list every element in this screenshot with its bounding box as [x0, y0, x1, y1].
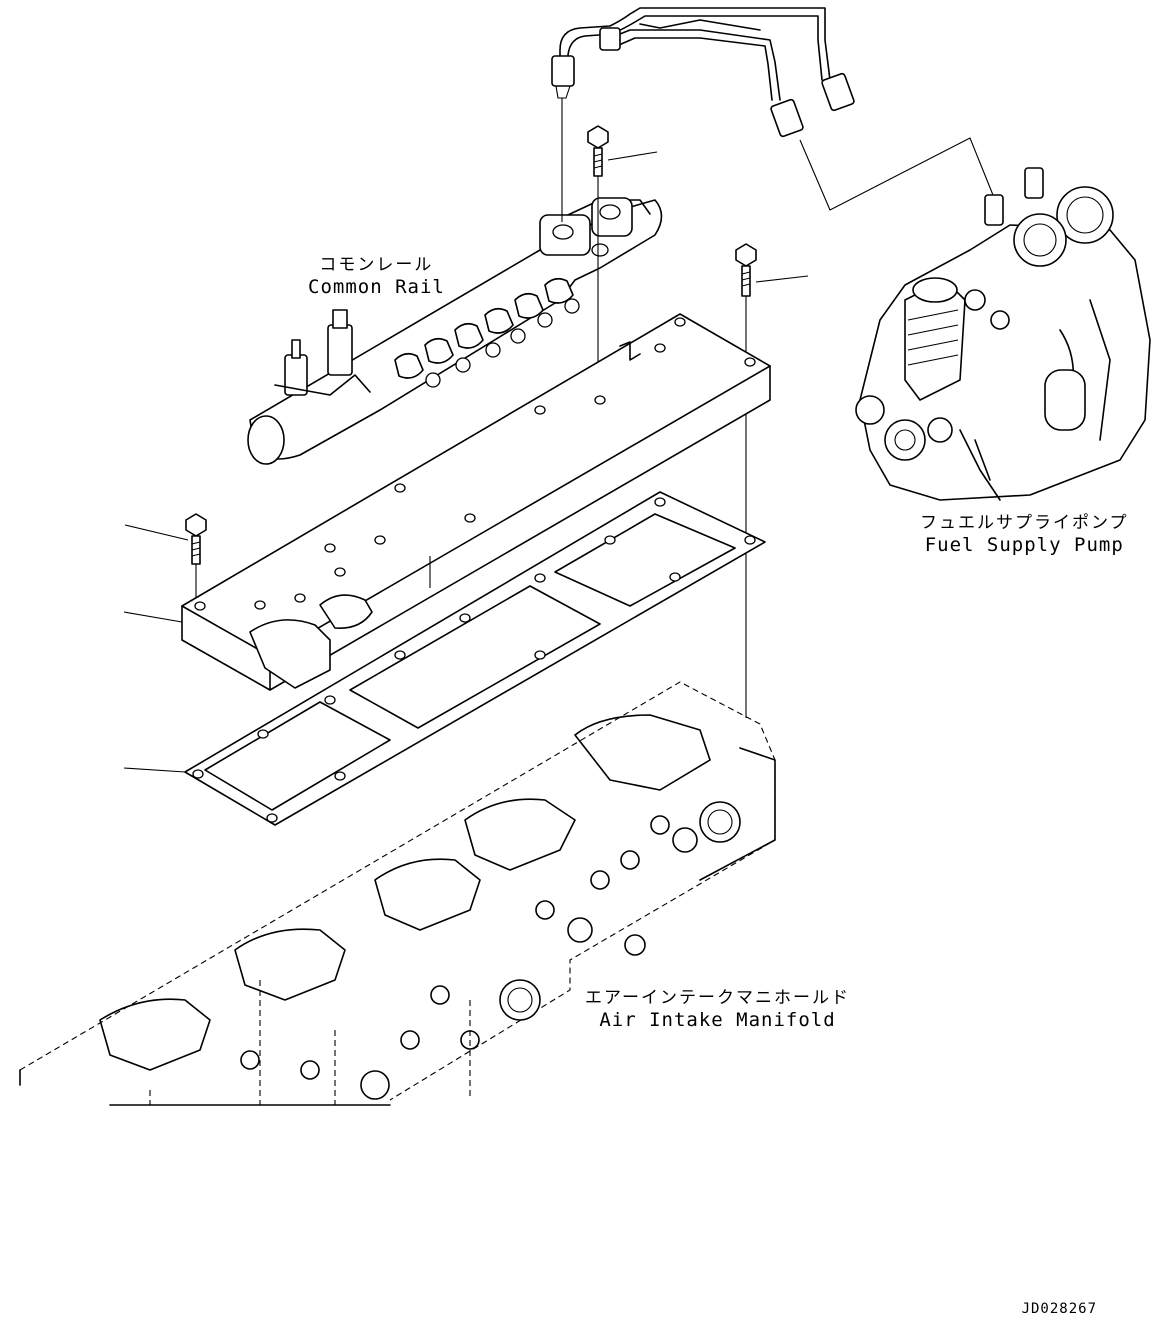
bolt-hole [534, 405, 546, 415]
bolt-hole [266, 813, 278, 823]
common-rail-label-en: Common Rail [308, 276, 445, 298]
common-rail-part [247, 197, 663, 465]
air-intake-manifold-label-jp: エアーインテークマニホールド [585, 988, 850, 1008]
bolt-hole [192, 769, 204, 779]
fuel-supply-pump-part [855, 167, 1151, 501]
bolt-hole [294, 593, 306, 603]
bolt-hole [254, 600, 266, 610]
fuel-supply-pump-label-en: Fuel Supply Pump [924, 534, 1124, 556]
air-intake-manifold-label: エアーインテークマニホールド Air Intake Manifold [585, 987, 850, 1031]
bolt-hole [374, 535, 386, 545]
fuel-lines [551, 7, 996, 211]
cover-plate-part [123, 313, 771, 691]
bolt-hole [394, 483, 406, 493]
bolt-right [735, 243, 809, 718]
bolt-hole [334, 567, 346, 577]
bolt-hole [674, 317, 686, 327]
bolt-hole [654, 497, 666, 507]
bolt-hole [744, 535, 756, 545]
bolt-hole [534, 650, 546, 660]
bolt-hole [744, 357, 756, 367]
air-intake-manifold-label-en: Air Intake Manifold [599, 1009, 836, 1031]
bolt-hole [257, 729, 269, 739]
bolt-hole [324, 695, 336, 705]
fuel-supply-pump-label-jp: フュエルサプライポンプ [920, 513, 1129, 533]
common-rail-label-jp: コモンレール [319, 255, 434, 275]
bolt-hole [324, 543, 336, 553]
bolt-hole [594, 395, 606, 405]
bolt-hole [194, 601, 206, 611]
gasket-part [123, 491, 766, 826]
bolt-hole [654, 343, 666, 353]
drawing-code: JD028267 [1021, 1301, 1097, 1317]
bolt-hole [334, 771, 346, 781]
bolt-left [124, 513, 207, 606]
fuel-supply-pump-label: フュエルサプライポンプ Fuel Supply Pump [920, 512, 1129, 556]
bolt-hole [534, 573, 546, 583]
bolt-hole [669, 572, 681, 582]
common-rail-label: コモンレール Common Rail [308, 254, 445, 298]
bolt-hole [604, 535, 616, 545]
bolt-hole [394, 650, 406, 660]
bolt-hole [464, 513, 476, 523]
air-intake-manifold-part [19, 681, 776, 1106]
bolt-holes [192, 317, 756, 823]
bolt-hole [459, 613, 471, 623]
